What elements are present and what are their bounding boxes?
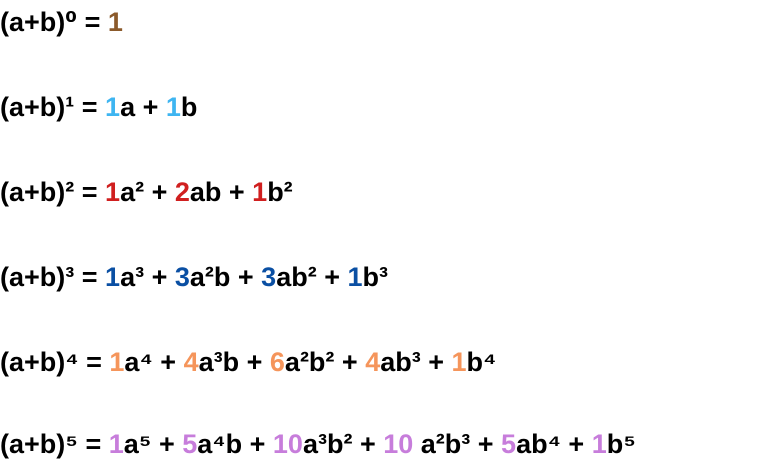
expansion-line-power-5: (a+b)⁵ = 1a⁵ + 5a⁴b + 10a³b² + 10 a²b³ +…: [0, 427, 636, 461]
term-text: a²b² +: [284, 347, 366, 377]
term-text: ab³ +: [380, 347, 452, 377]
coefficient: 1: [105, 177, 121, 207]
term-text: a³b +: [198, 347, 270, 377]
term-text: ab⁴ +: [516, 429, 592, 459]
coefficient: 2: [174, 177, 190, 207]
expansion-line-power-3: (a+b)³ = 1a³ + 3a²b + 3ab² + 1b³: [0, 260, 388, 294]
term-text: a³b² +: [302, 429, 384, 459]
term-text: ab +: [189, 177, 253, 207]
term-text: a⁴ +: [124, 347, 184, 377]
coefficient: 1: [451, 347, 467, 377]
expansion-line-power-2: (a+b)² = 1a² + 2ab + 1b²: [0, 175, 293, 209]
term-text: (a+b)¹ =: [0, 92, 106, 122]
term-text: (a+b)⁴ =: [0, 347, 110, 377]
coefficient: 10: [383, 429, 414, 459]
coefficient: 1: [105, 262, 121, 292]
term-text: a +: [120, 92, 166, 122]
coefficient: 1: [108, 429, 124, 459]
coefficient: 1: [165, 92, 181, 122]
term-text: b³: [362, 262, 388, 292]
coefficient: 4: [365, 347, 381, 377]
coefficient: 10: [272, 429, 303, 459]
term-text: a²b³ +: [413, 429, 502, 459]
coefficient: 1: [105, 92, 121, 122]
term-text: a² +: [120, 177, 175, 207]
coefficient: 5: [501, 429, 517, 459]
coefficient: 1: [107, 7, 123, 37]
term-text: a²b +: [189, 262, 262, 292]
coefficient: 1: [109, 347, 125, 377]
coefficient: 6: [269, 347, 285, 377]
term-text: (a+b)⁵ =: [0, 429, 109, 459]
coefficient: 1: [252, 177, 268, 207]
term-text: b²: [267, 177, 293, 207]
term-text: b⁵: [606, 429, 636, 459]
coefficient: 4: [183, 347, 199, 377]
term-text: (a+b)⁰ =: [0, 7, 108, 37]
coefficient: 1: [347, 262, 363, 292]
coefficient: 5: [182, 429, 198, 459]
expansion-line-power-1: (a+b)¹ = 1a + 1b: [0, 90, 197, 124]
expansion-line-power-4: (a+b)⁴ = 1a⁴ + 4a³b + 6a²b² + 4ab³ + 1b⁴: [0, 345, 496, 379]
term-text: a³ +: [120, 262, 175, 292]
coefficient: 3: [174, 262, 190, 292]
coefficient: 1: [591, 429, 607, 459]
term-text: b: [180, 92, 198, 122]
term-text: (a+b)³ =: [0, 262, 106, 292]
term-text: b⁴: [466, 347, 497, 377]
coefficient: 3: [261, 262, 277, 292]
term-text: ab² +: [276, 262, 348, 292]
term-text: a⁴b +: [197, 429, 273, 459]
expansion-line-power-0: (a+b)⁰ = 1: [0, 5, 123, 39]
term-text: a⁵ +: [123, 429, 183, 459]
term-text: (a+b)² =: [0, 177, 106, 207]
